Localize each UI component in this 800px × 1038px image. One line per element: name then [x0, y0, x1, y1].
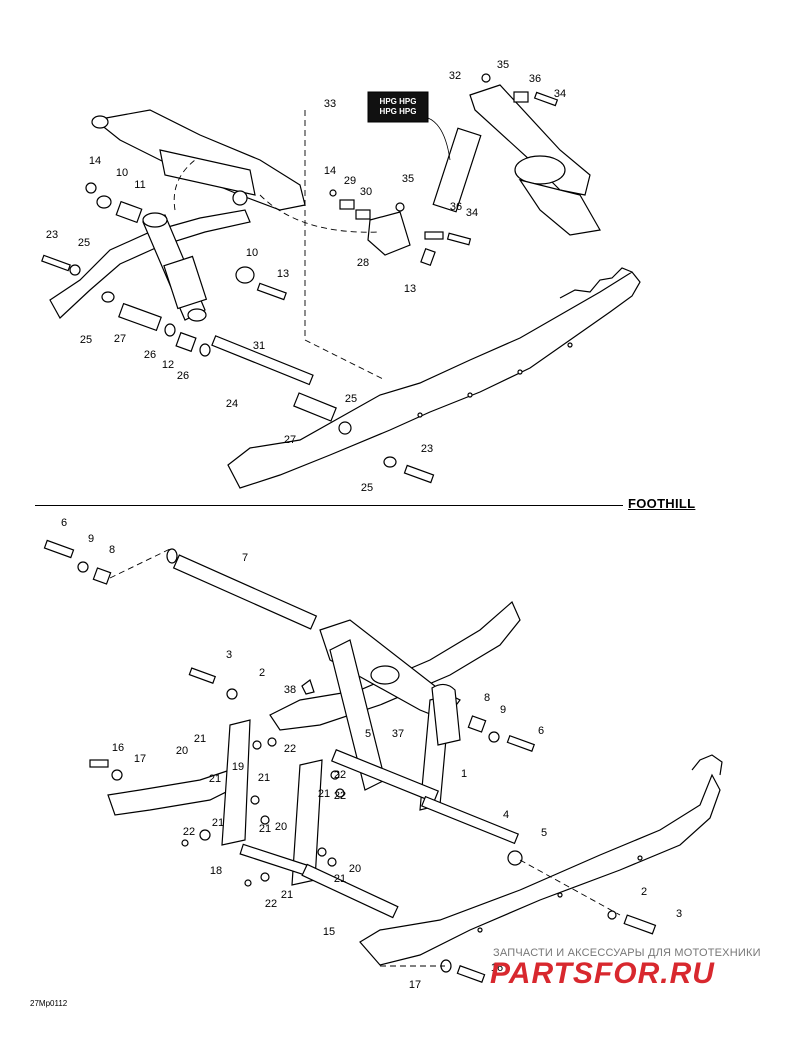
- watermark-subtitle: ЗАПЧАСТИ И АКСЕССУАРЫ ДЛЯ МОТОТЕХНИКИ: [493, 947, 761, 959]
- top-callout-12: 12: [162, 359, 174, 371]
- bottom-callout-20: 20: [349, 863, 361, 875]
- bottom-callout-21: 21: [194, 733, 206, 745]
- top-callout-14: 14: [89, 155, 101, 167]
- top-callout-25: 25: [80, 334, 92, 346]
- bottom-callout-15: 15: [323, 926, 335, 938]
- top-callout-34: 34: [466, 207, 478, 219]
- top-callout-13: 13: [404, 283, 416, 295]
- figure-reference: 27Mp0112: [30, 999, 68, 1008]
- svg-text:HPG HPG: HPG HPG: [380, 97, 417, 106]
- bottom-callout-5: 5: [365, 728, 371, 740]
- bottom-callout-20: 20: [275, 821, 287, 833]
- bottom-callout-21: 21: [258, 772, 270, 784]
- bottom-callout-19: 19: [232, 761, 244, 773]
- center-arm-assembly: [319, 619, 523, 866]
- bottom-callout-21: 21: [212, 817, 224, 829]
- watermark-logo: PARTSFOR.RU: [490, 957, 715, 990]
- rear-rail-top: [227, 267, 641, 489]
- bottom-callout-18: 18: [210, 865, 222, 877]
- bottom-callout-16: 16: [112, 742, 124, 754]
- bottom-callout-21: 21: [318, 788, 330, 800]
- top-callout-11: 11: [134, 179, 145, 191]
- bottom-callout-22: 22: [334, 790, 346, 802]
- rear-rail-bottom: [359, 754, 723, 966]
- bottom-callout-16: 16: [491, 962, 503, 974]
- bottom-callout-6: 6: [538, 725, 544, 737]
- front-links: [221, 719, 399, 919]
- bottom-callout-8: 8: [109, 544, 115, 556]
- top-callout-35: 35: [497, 59, 509, 71]
- top-callout-28: 28: [357, 257, 369, 269]
- top-callout-23: 23: [421, 443, 433, 455]
- top-callout-24: 24: [226, 398, 238, 410]
- bottom-callout-37: 37: [392, 728, 404, 740]
- bottom-callout-22: 22: [284, 743, 296, 755]
- top-callout-32: 32: [449, 70, 461, 82]
- bottom-callout-17: 17: [134, 753, 146, 765]
- top-callout-34: 34: [554, 88, 566, 100]
- bottom-callout-6: 6: [61, 517, 67, 529]
- bottom-callout-21: 21: [209, 773, 221, 785]
- top-callout-14: 14: [324, 165, 336, 177]
- top-callout-35: 35: [402, 173, 414, 185]
- bottom-callout-17: 17: [409, 979, 421, 991]
- bottom-hardware: [43, 539, 657, 983]
- bottom-callout-3: 3: [226, 649, 232, 661]
- bottom-callout-22: 22: [334, 769, 346, 781]
- top-callout-26: 26: [144, 349, 156, 361]
- bottom-callout-3: 3: [676, 908, 682, 920]
- top-callout-23: 23: [46, 229, 58, 241]
- top-callout-26: 26: [177, 370, 189, 382]
- front-rail-top: [49, 209, 251, 319]
- bottom-callout-21: 21: [259, 823, 271, 835]
- bottom-callout-20: 20: [176, 745, 188, 757]
- bottom-callout-9: 9: [500, 704, 506, 716]
- top-callout-30: 30: [360, 186, 372, 198]
- bottom-callout-1: 1: [461, 768, 467, 780]
- top-callout-31: 31: [253, 340, 265, 352]
- top-hardware: [41, 73, 559, 484]
- top-callout-36: 36: [450, 201, 462, 213]
- top-callout-25: 25: [361, 482, 373, 494]
- top-callout-25: 25: [78, 237, 90, 249]
- svg-text:HPG HPG: HPG HPG: [380, 107, 417, 116]
- top-callout-25: 25: [345, 393, 357, 405]
- upper-arm-assembly: [91, 109, 306, 211]
- section-title: FOOTHILL: [628, 496, 696, 511]
- top-callout-10: 10: [246, 247, 258, 259]
- bottom-callout-2: 2: [259, 667, 265, 679]
- rear-shock-absorber: [142, 212, 208, 322]
- bottom-callout-22: 22: [183, 826, 195, 838]
- bottom-callout-21: 21: [334, 873, 346, 885]
- bottom-callout-2: 2: [641, 886, 647, 898]
- bottom-callout-4: 4: [503, 809, 509, 821]
- bottom-callout-5: 5: [541, 827, 547, 839]
- bottom-callout-8: 8: [484, 692, 490, 704]
- section-divider: [35, 505, 623, 506]
- top-callout-10: 10: [116, 167, 128, 179]
- top-callout-36: 36: [529, 73, 541, 85]
- top-callout-27: 27: [114, 333, 126, 345]
- top-callout-27: 27: [284, 434, 296, 446]
- bottom-callout-9: 9: [88, 533, 94, 545]
- cross-shaft-7: [166, 548, 318, 630]
- bottom-callout-38: 38: [284, 684, 296, 696]
- bottom-callout-22: 22: [265, 898, 277, 910]
- top-callout-13: 13: [277, 268, 289, 280]
- bottom-callout-21: 21: [281, 889, 293, 901]
- front-shock-assembly: [367, 84, 601, 256]
- top-callout-33: 33: [324, 98, 336, 110]
- bottom-callout-7: 7: [242, 552, 248, 564]
- decal-33: HPG HPG HPG HPG: [367, 91, 451, 161]
- top-callout-29: 29: [344, 175, 356, 187]
